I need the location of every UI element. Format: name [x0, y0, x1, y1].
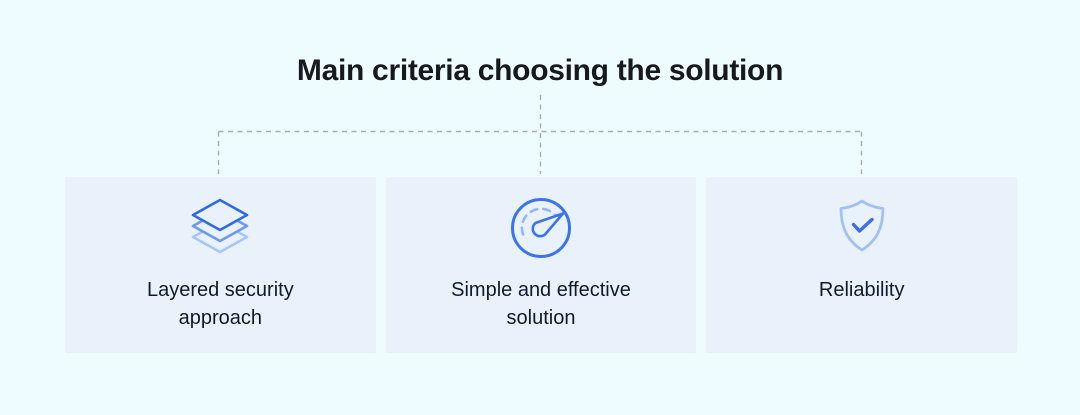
card-label: Simple and effective solution [451, 279, 631, 329]
page-title: Main criteria choosing the solution [296, 54, 784, 87]
card-reliability: Reliability [706, 177, 1018, 353]
card-simple-effective: Simple and effective solution [385, 177, 697, 353]
card-label: Reliability [818, 279, 905, 301]
shield-check-icon [830, 196, 894, 260]
gauge-icon [509, 196, 573, 260]
criteria-cards-row: Layered security approach Simple and eff… [65, 177, 1018, 353]
layers-icon [188, 196, 252, 260]
card-layered-security: Layered security approach [65, 177, 376, 353]
card-label: Layered security approach [146, 279, 294, 329]
